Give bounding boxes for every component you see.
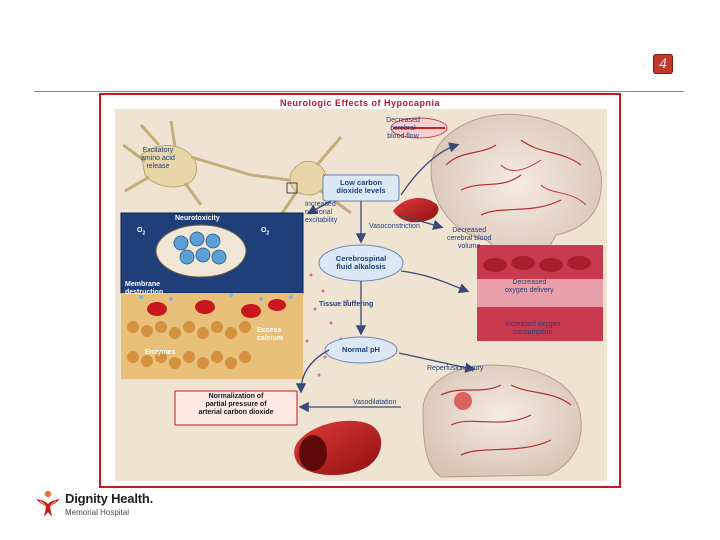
label-reperfusion-injury: Reperfusion injury (427, 365, 484, 372)
neuron-illustration (122, 120, 392, 216)
label-vasodilatation: Vasodilatation (353, 399, 397, 406)
logo-name: Dignity Health. (65, 491, 154, 506)
slide-number-badge: 4 (653, 54, 673, 74)
figure-illustration (115, 109, 607, 481)
normalization-box (174, 390, 298, 426)
header-divider (34, 91, 684, 92)
label-neurotoxicity: Neurotoxicity (175, 215, 220, 222)
flow-arrows (295, 142, 476, 413)
normal-ph-box (324, 336, 398, 364)
brain-top (430, 113, 602, 268)
figure-title: Neurologic Effects of Hypocapnia (279, 98, 441, 108)
membrane-illustration (121, 293, 303, 379)
label-o2-b: O2 (261, 227, 270, 237)
logo-figure-icon (36, 490, 60, 517)
hypocapnia-figure: Neurologic Effects of Hypocapnia Excitat… (99, 93, 621, 488)
label-normal-ph: Normal pH (342, 345, 380, 354)
label-enzymes: Enzymes (145, 349, 176, 356)
logo-subtitle: Memorial Hospital (65, 508, 130, 517)
brain-bottom (422, 364, 582, 478)
label-o2-a: O2 (137, 227, 146, 237)
dignity-health-logo: Dignity Health. Memorial Hospital (34, 489, 174, 521)
oxygen-delivery-panel (477, 245, 603, 341)
label-vasoconstriction: Vasoconstriction (369, 223, 420, 230)
neurotoxicity-panel (120, 212, 304, 294)
dilated-vessel-icon (294, 420, 382, 476)
label-tissue-buffering: Tissue buffering (319, 301, 374, 308)
